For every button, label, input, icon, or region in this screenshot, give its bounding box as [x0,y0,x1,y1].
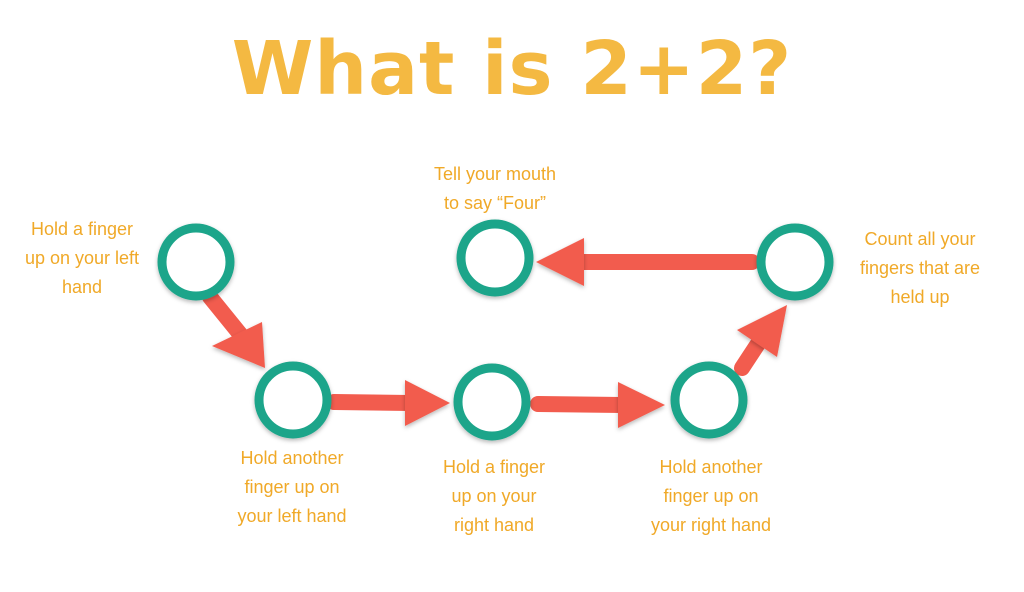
step-5-line-1: Count all your [864,229,976,249]
step-5-line-3: held up [890,287,950,307]
step-5-line-2: fingers that are [859,258,981,278]
step-5-label: Count all your fingers that are held up [842,225,998,312]
step-6-line-2: to say “Four” [443,193,547,213]
step-1-line-3: hand [61,277,103,297]
step-4-label: Hold another finger up on your right han… [635,453,787,540]
node-step-3 [453,363,531,441]
step-2-label: Hold another finger up on your left hand [218,444,366,531]
node-step-1 [157,223,235,301]
node-step-6 [456,219,534,297]
step-2-line-2: finger up on [244,477,340,497]
step-3-line-3: right hand [453,515,535,535]
step-1-label: Hold a finger up on your left hand [8,215,156,302]
diagram-title: What is 2+2? [231,26,793,112]
arrow-step2-to-step3 [326,380,450,426]
step-6-label: Tell your mouth to say “Four” [414,160,576,218]
arrow-step1-to-step2 [202,289,265,368]
step-2-line-3: your left hand [237,506,347,526]
step-4-line-2: finger up on [663,486,759,506]
arrow-step4-to-step5 [734,305,787,376]
step-6-line-1: Tell your mouth [433,164,557,184]
arrow-step5-to-step6 [536,238,760,286]
node-step-5 [756,223,834,301]
step-1-line-2: up on your left [24,248,140,268]
step-3-line-1: Hold a finger [442,457,546,477]
step-2-line-1: Hold another [240,448,344,468]
arrow-step3-to-step4 [530,382,665,428]
step-1-line-1: Hold a finger [30,219,134,239]
step-4-line-3: your right hand [650,515,772,535]
node-step-2 [254,361,332,439]
node-step-4 [670,361,748,439]
step-4-line-1: Hold another [659,457,763,477]
step-3-line-2: up on your [451,486,537,506]
step-3-label: Hold a finger up on your right hand [420,453,568,540]
